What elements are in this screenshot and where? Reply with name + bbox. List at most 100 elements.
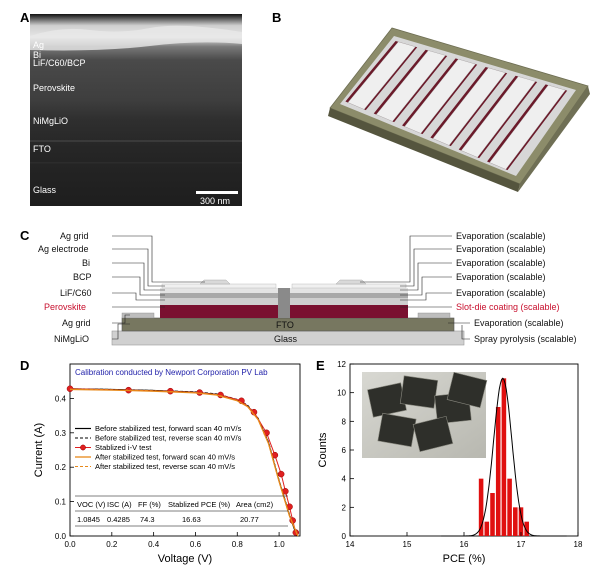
hist-bar (478, 478, 484, 536)
stack-left-lif: LiF/C60 (60, 288, 92, 298)
sem-label-fto: FTO (33, 144, 51, 154)
hist-y-tick-label: 10 (337, 389, 346, 398)
iv-y-tick-label: 0.4 (55, 394, 67, 403)
stack-right-4: Evaporation (scalable) (456, 288, 546, 298)
sem-label-ag: Ag (33, 40, 44, 50)
iv-table-header: Area (cm2) (236, 500, 274, 509)
stack-left-bi: Bi (82, 258, 90, 268)
panel-letter-b: B (272, 10, 281, 25)
stack-left-bcp: BCP (73, 272, 92, 282)
hist-x-tick-label: 16 (460, 540, 469, 549)
iv-table-value: 74.3 (140, 515, 155, 524)
iv-x-axis-title: Voltage (V) (158, 553, 212, 565)
hist-y-tick-label: 6 (342, 446, 347, 455)
sem-label-bi: Bi (33, 50, 41, 60)
hist-inset-module (399, 375, 439, 409)
iv-legend-label: After stabilized test, forward scan 40 m… (95, 453, 235, 462)
iv-table-value: 1.0845 (77, 515, 100, 524)
panel-letter-e: E (316, 358, 325, 373)
iv-legend-label: Before stabilized test, forward scan 40 … (95, 424, 242, 433)
stack-diagram (111, 279, 465, 346)
iv-y-tick-label: 0.1 (55, 498, 67, 507)
iv-y-axis-title: Current (A) (33, 423, 45, 477)
hist-y-tick-label: 8 (342, 417, 347, 426)
hist-x-tick-label: 15 (403, 540, 412, 549)
iv-y-tick-label: 0.3 (55, 429, 67, 438)
module-stripe-top (347, 41, 416, 110)
panel-letter-a: A (20, 10, 30, 25)
panel-letter-c: C (20, 228, 30, 243)
iv-legend-marker (80, 444, 86, 451)
hist-bar (484, 521, 490, 536)
iv-y-tick-label: 0.2 (55, 463, 67, 472)
stack-right-2: Evaporation (scalable) (456, 258, 546, 268)
hist-bar (524, 521, 529, 536)
sem-label-perovskite: Perovskite (33, 83, 75, 93)
hist-y-tick-label: 2 (342, 503, 347, 512)
stack-right-leaders (360, 235, 470, 340)
sem-label-nimglio: NiMgLiO (33, 116, 68, 126)
module-stripe-top (404, 58, 476, 134)
stack-right-1: Evaporation (scalable) (456, 244, 546, 254)
hist-x-axis-title: PCE (%) (443, 553, 486, 565)
iv-x-tick-label: 0.0 (64, 540, 76, 549)
iv-x-tick-label: 0.8 (232, 540, 244, 549)
stack-right-3: Evaporation (scalable) (456, 272, 546, 282)
sem-image (30, 14, 242, 206)
stack-left-ag-grid-bottom: Ag grid (62, 318, 91, 328)
module-stripe-top (489, 84, 566, 170)
iv-table-value: 0.4285 (107, 515, 130, 524)
hist-bar (507, 478, 512, 536)
hist-x-tick-label: 18 (574, 540, 583, 549)
hist-bar (490, 493, 495, 536)
iv-legend-label: Before stabilized test, reverse scan 40 … (95, 434, 242, 443)
hist-bar (495, 407, 501, 536)
scale-bar (196, 191, 238, 194)
sem-label-glass: Glass (33, 185, 57, 195)
module-stripe-top (375, 50, 446, 122)
stack-left-nimglio: NiMgLiO (54, 334, 89, 344)
iv-legend-label: After stabilized test, reverse scan 40 m… (95, 462, 235, 471)
panel-letter-d: D (20, 358, 29, 373)
hist-x-tick-label: 17 (517, 540, 526, 549)
iv-table-header: VOC (V) (77, 500, 106, 509)
hist-inset-module (446, 371, 488, 409)
iv-y-tick-label: 0.0 (55, 532, 67, 541)
hist-inset-module (377, 412, 417, 448)
stack-fto-label: FTO (276, 320, 294, 330)
hist-gaussian-fit (441, 377, 567, 537)
hist-y-axis-title: Counts (317, 432, 329, 467)
iv-calibration-note: Calibration conducted by Newport Corpora… (75, 368, 268, 377)
hist-y-tick-label: 4 (342, 475, 347, 484)
iv-x-tick-label: 0.2 (106, 540, 118, 549)
iv-x-tick-label: 0.4 (148, 540, 160, 549)
hist-y-tick-label: 0 (342, 532, 347, 541)
stack-left-ag-grid: Ag grid (60, 231, 89, 241)
stack-right-6: Evaporation (scalable) (474, 318, 564, 328)
hist-y-tick-label: 12 (337, 360, 346, 369)
stack-right-0: Evaporation (scalable) (456, 231, 546, 241)
iv-table-header: FF (%) (138, 500, 161, 509)
module-stripe-top (460, 76, 536, 158)
iv-table-header: Stablized PCE (%) (168, 500, 231, 509)
iv-table-value: 16.63 (182, 515, 201, 524)
hist-inset-module (412, 415, 454, 453)
stack-right-5: Slot-die coating (scalable) (456, 302, 560, 312)
iv-x-tick-label: 0.6 (190, 540, 202, 549)
iv-table-header: ISC (A) (107, 500, 132, 509)
hist-bar (513, 507, 518, 536)
stack-left-leaders (112, 235, 205, 340)
sem-label-lif: LiF/C60/BCP (33, 58, 86, 68)
hist-bar (518, 507, 524, 536)
stack-glass-label: Glass (274, 334, 298, 344)
iv-marker (277, 470, 285, 478)
hist-x-tick-label: 14 (346, 540, 355, 549)
iv-plot-frame (69, 363, 301, 537)
stack-right-7: Spray pyrolysis (scalable) (474, 334, 577, 344)
stack-left-perovskite: Perovskite (44, 302, 86, 312)
iv-legend-label: Stablized i-V test (95, 443, 152, 452)
module-stripe-top (432, 67, 506, 146)
